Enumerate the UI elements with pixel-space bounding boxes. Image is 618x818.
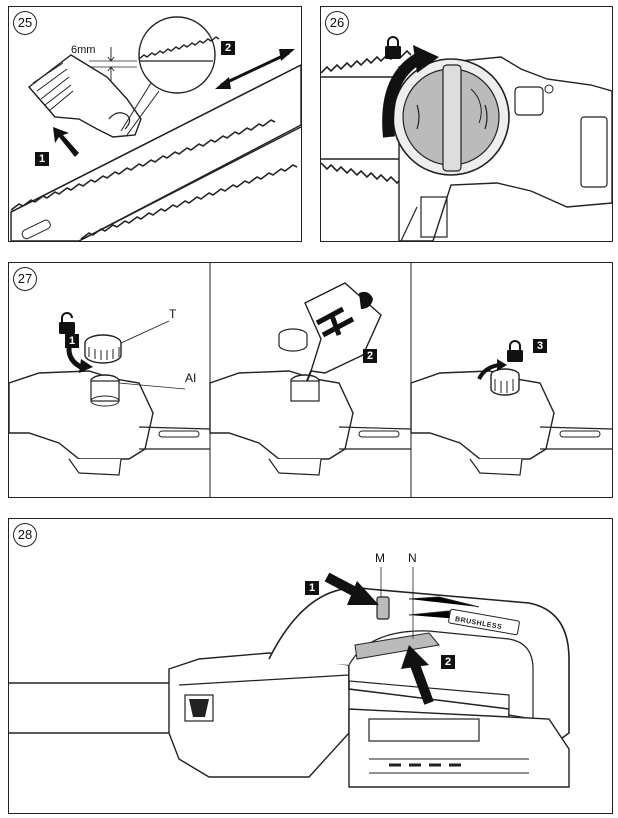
step-number: 25	[13, 11, 37, 35]
cover-lock-illustration	[321, 36, 612, 241]
arrow-icon	[382, 45, 439, 138]
arrow-icon	[53, 127, 79, 157]
oil-bottle-icon	[304, 282, 382, 382]
lock-icon	[385, 36, 401, 59]
step-panel-28: BRUSHLESS 28 1 2 M N	[8, 518, 613, 814]
inlet-label-ai: AI	[185, 371, 197, 385]
arrow-icon	[477, 359, 507, 380]
step-badge-1: 1	[35, 152, 49, 166]
unlock-icon	[59, 312, 75, 334]
step-number: 27	[13, 267, 37, 291]
hand-icon	[27, 54, 142, 138]
arrow-icon	[324, 572, 379, 605]
step-badge-1: 1	[305, 581, 319, 595]
step-panel-27: 27 1 2 3 T AI	[8, 262, 613, 498]
arrow-icon	[401, 645, 434, 705]
lever-label-n: N	[408, 551, 417, 565]
step-badge-2: 2	[363, 349, 377, 363]
gap-label: 6mm	[71, 44, 96, 56]
step-badge-1: 1	[65, 334, 79, 348]
arrow-icon	[215, 49, 295, 89]
step-number: 26	[325, 11, 349, 35]
step-badge-2: 2	[441, 655, 455, 669]
step-badge-2: 2	[221, 41, 235, 55]
saw-head-view-3	[410, 340, 612, 476]
lock-icon	[507, 340, 523, 362]
saw-head-view-2	[209, 282, 412, 476]
step-panel-25: 25 6mm 1 2	[8, 6, 302, 242]
oil-filling-illustration	[9, 263, 612, 497]
saw-head-view-1	[9, 312, 211, 476]
step-badge-3: 3	[533, 339, 547, 353]
lever-label-m: M	[375, 551, 385, 565]
switch-illustration: BRUSHLESS	[9, 567, 570, 788]
step-panel-26: 26	[320, 6, 613, 242]
cap-label-t: T	[169, 307, 177, 321]
step-number: 28	[13, 523, 37, 547]
chain-tension-illustration	[10, 16, 301, 241]
